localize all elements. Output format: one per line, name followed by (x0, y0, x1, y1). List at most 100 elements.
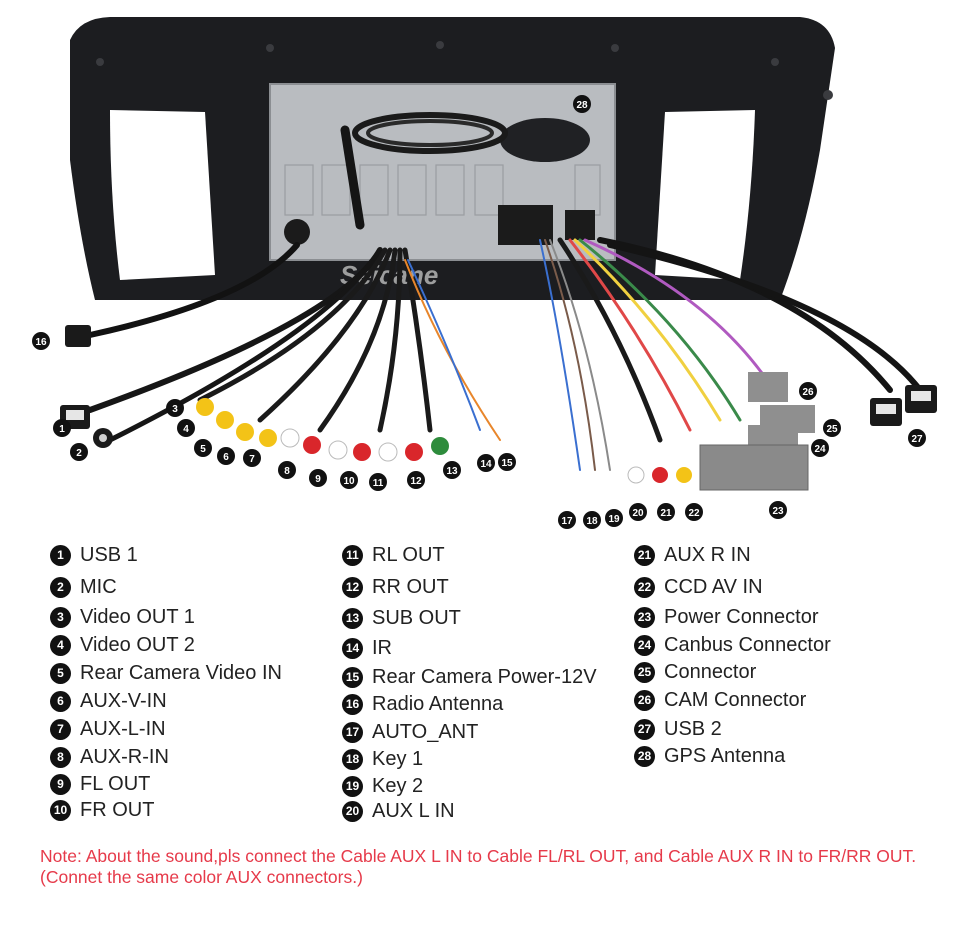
legend-item: 13 SUB OUT (342, 605, 461, 631)
legend-label: FL OUT (80, 772, 151, 795)
legend-label: FR OUT (80, 798, 155, 821)
legend-number: 15 (342, 666, 363, 688)
svg-text:26: 26 (802, 387, 814, 398)
legend-item: 17 AUTO_ANT (342, 719, 478, 745)
legend-label: Radio Antenna (372, 692, 504, 715)
svg-text:21: 21 (660, 508, 672, 519)
svg-text:23: 23 (772, 506, 784, 517)
svg-text:8: 8 (284, 466, 290, 477)
legend-item: 5 Rear Camera Video IN (50, 660, 282, 686)
legend-label: Video OUT 1 (80, 605, 195, 628)
legend-label: RR OUT (372, 575, 449, 598)
svg-text:20: 20 (632, 508, 644, 519)
legend-item: 21 AUX R IN (634, 542, 751, 568)
legend-label: GPS Antenna (664, 744, 786, 767)
sound-note: Note: About the sound,pls connect the Ca… (40, 846, 917, 887)
wiring-photo: Seicane (32, 17, 937, 529)
legend-item: 3 Video OUT 1 (50, 604, 195, 630)
legend-label: USB 2 (664, 717, 722, 740)
legend-number: 14 (342, 637, 363, 659)
legend-number: 24 (634, 634, 655, 656)
legend-number: 6 (50, 690, 71, 712)
legend-number: 23 (634, 606, 655, 628)
svg-text:14: 14 (480, 459, 492, 470)
legend-label: Rear Camera Power-12V (372, 665, 597, 688)
legend-item: 27 USB 2 (634, 716, 722, 742)
legend-item: 23 Power Connector (634, 604, 819, 630)
legend-item: 4 Video OUT 2 (50, 632, 195, 658)
legend-number: 13 (342, 607, 363, 629)
svg-text:15: 15 (501, 458, 513, 469)
svg-text:27: 27 (911, 434, 923, 445)
svg-text:13: 13 (446, 466, 458, 477)
legend-number: 16 (342, 693, 363, 715)
legend-number: 20 (342, 800, 363, 822)
legend-number: 28 (634, 745, 655, 767)
svg-text:2: 2 (76, 448, 82, 459)
legend-number: 4 (50, 634, 71, 656)
legend-number: 1 (50, 544, 71, 566)
legend-label: AUX-L-IN (80, 717, 166, 740)
legend-number: 8 (50, 746, 71, 768)
legend-item: 16 Radio Antenna (342, 691, 503, 717)
legend-number: 17 (342, 721, 363, 743)
legend-item: 12 RR OUT (342, 574, 449, 600)
legend-number: 19 (342, 775, 363, 797)
legend-label: CCD AV IN (664, 575, 763, 598)
svg-text:24: 24 (814, 444, 826, 455)
legend-label: AUX R IN (664, 543, 751, 566)
svg-text:22: 22 (688, 508, 700, 519)
legend-label: Connector (664, 660, 757, 683)
legend-number: 2 (50, 576, 71, 598)
legend-number: 7 (50, 718, 71, 740)
legend-label: Key 2 (372, 774, 424, 797)
legend-item: 2 MIC (50, 574, 117, 600)
legend-item: 25 Connector (634, 659, 756, 685)
svg-text:25: 25 (826, 424, 838, 435)
legend-number: 22 (634, 576, 655, 598)
legend-item: 7 AUX-L-IN (50, 716, 166, 742)
svg-text:6: 6 (223, 452, 229, 463)
legend-label: AUX L IN (372, 799, 455, 822)
legend-label: RL OUT (372, 543, 445, 566)
legend-label: AUX-R-IN (80, 745, 169, 768)
legend-number: 12 (342, 576, 363, 598)
legend-number: 3 (50, 606, 71, 628)
legend-item: 19 Key 2 (342, 773, 423, 799)
svg-text:12: 12 (410, 476, 422, 487)
legend-label: Video OUT 2 (80, 633, 195, 656)
svg-text:18: 18 (586, 516, 598, 527)
legend-item: 28 GPS Antenna (634, 743, 785, 769)
svg-text:1: 1 (59, 424, 65, 435)
svg-text:3: 3 (172, 404, 178, 415)
legend-number: 5 (50, 662, 71, 684)
svg-text:10: 10 (343, 476, 355, 487)
gps-antenna-puck (500, 118, 590, 162)
legend-label: IR (372, 636, 392, 659)
legend-label: SUB OUT (372, 606, 461, 629)
svg-text:4: 4 (183, 424, 189, 435)
legend-label: Power Connector (664, 605, 819, 628)
legend-number: 21 (634, 544, 655, 566)
legend-item: 20 AUX L IN (342, 798, 455, 824)
metal-chassis (269, 83, 616, 261)
legend-label: AUX-V-IN (80, 689, 167, 712)
svg-text:16: 16 (35, 337, 47, 348)
svg-text:7: 7 (249, 454, 255, 465)
legend-label: AUTO_ANT (372, 720, 479, 743)
legend-number: 25 (634, 661, 655, 683)
legend-number: 27 (634, 718, 655, 740)
legend-number: 10 (50, 799, 71, 821)
legend-label: MIC (80, 575, 117, 598)
svg-text:11: 11 (373, 478, 384, 489)
svg-text:5: 5 (200, 444, 206, 455)
legend-item: 6 AUX-V-IN (50, 688, 167, 714)
legend-number: 18 (342, 748, 363, 770)
legend-label: Rear Camera Video IN (80, 661, 282, 684)
